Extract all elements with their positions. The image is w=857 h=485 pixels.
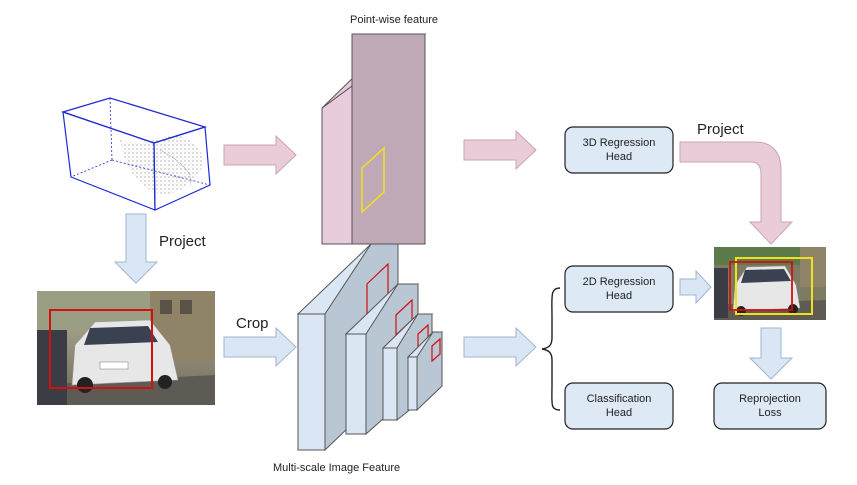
arrow-feature-to-3dreg (463, 129, 537, 171)
box-3d-regression-head: 3D Regression Head (564, 126, 674, 174)
heads-brace (541, 287, 561, 411)
car-image-left (37, 291, 215, 405)
label-crop: Crop (236, 315, 269, 332)
box-3d-regression-line2: Head (606, 151, 632, 163)
box-2d-regression-line1: 2D Regression (583, 276, 656, 288)
box-classification-head: Classification Head (564, 382, 674, 430)
box-classification-line2: Head (606, 407, 632, 419)
box-reprojection-line2: Loss (758, 407, 782, 419)
box-2d-regression-head: 2D Regression Head (564, 265, 674, 313)
label-pointwise-feature: Point-wise feature (350, 14, 438, 26)
bbox-3d-wireframe (61, 97, 211, 211)
bbox-2d-projected (49, 309, 153, 389)
arrow-2dreg-to-image (679, 269, 712, 305)
arrow-project-down (113, 213, 159, 284)
label-project-curve: Project (697, 121, 745, 138)
arrow-imgfeature-to-heads (463, 326, 537, 368)
arrow-crop (223, 326, 297, 368)
label-project-down: Project (159, 233, 207, 250)
multiscale-feature-stack (296, 243, 444, 452)
arrow-project-curve (679, 141, 794, 245)
arrow-image-to-loss (748, 327, 794, 380)
pointwise-feature-block (321, 33, 427, 245)
box-2d-regression-line2: Head (606, 290, 632, 302)
box-classification-line1: Classification (587, 393, 652, 405)
box-reprojection-line1: Reprojection (739, 393, 801, 405)
box-reprojection-loss: Reprojection Loss (713, 382, 827, 430)
bbox-yellow-right (735, 257, 813, 315)
car-image-right (714, 247, 826, 320)
feature-roi-yellow (361, 146, 385, 214)
box-3d-regression-line1: 3D Regression (583, 137, 656, 149)
label-multiscale-feature: Multi-scale Image Feature (273, 462, 400, 474)
point-cloud-3d-box (61, 97, 211, 211)
arrow-pc-to-feature (223, 134, 297, 176)
bbox-red-right (729, 261, 793, 311)
